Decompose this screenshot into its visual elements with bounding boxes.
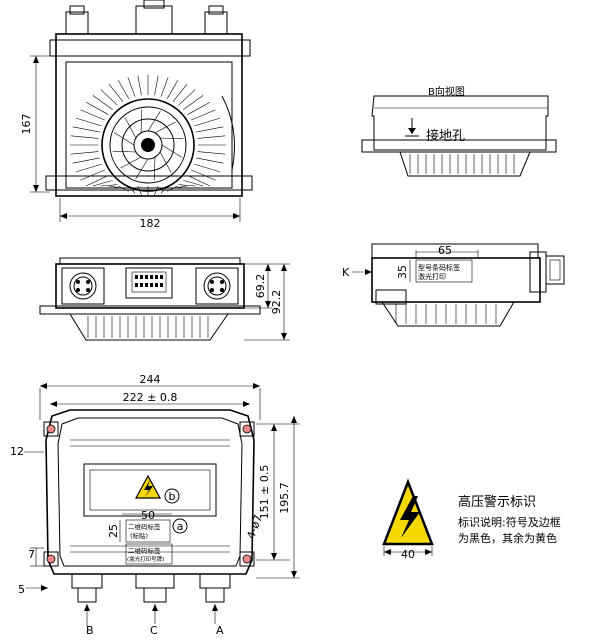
top-view-body (55, 33, 243, 197)
marker-a: a (177, 520, 184, 533)
front-dim-b: 92.2 (270, 290, 283, 315)
warning-title: 高压警示标识 (458, 494, 536, 510)
b-view-title: B向视图 (428, 85, 465, 98)
bottom-hole-dim: 4-ø7 (244, 513, 265, 541)
top-width-dim: 182 (140, 217, 161, 230)
side-label-line2: 激光打印 (418, 272, 446, 281)
connector-a (205, 587, 225, 603)
front-view: 69.2 92.2 (39, 257, 290, 341)
bottom-dim-50: 50 (141, 509, 155, 522)
label-b-line1: 二维码标签 (128, 546, 161, 555)
marker-b: b (169, 490, 176, 503)
k-label: K (342, 266, 350, 279)
mounting-holes (43, 421, 255, 567)
connector-a-label: A (216, 624, 224, 637)
warning-desc-line1: 标识说明:符号及边框 (458, 515, 561, 529)
bottom-dim-25: 25 (107, 524, 120, 538)
side-label-box (415, 259, 473, 283)
label-b-line2: (激光打印号牌) (127, 555, 164, 563)
top-terminal-left (65, 11, 89, 35)
bottom-view: 244 222 ± 0.8 b (10, 373, 300, 637)
bottom-inner-width-dim: 222 ± 0.8 (123, 391, 178, 404)
bottom-width-dim: 244 (140, 373, 161, 386)
warning-label-spec: 40 高压警示标识 标识说明:符号及边框 为黑色，其余为黄色 (382, 478, 561, 561)
side-dim-35: 35 (396, 265, 409, 279)
side-body (371, 257, 541, 303)
front-body (55, 263, 245, 309)
fan-hub (141, 138, 155, 152)
fan-outer (101, 98, 195, 192)
label-a-box (125, 519, 171, 543)
label-b-box (125, 543, 173, 565)
side-dim-65: 65 (438, 244, 452, 257)
label-a-line2: (标贴) (130, 531, 148, 540)
connector-b (77, 587, 97, 603)
bottom-dim-5: 5 (18, 583, 25, 596)
warning-desc-line2: 为黑色，其余为黄色 (458, 531, 557, 545)
label-a-line1: 二维码标签 (128, 522, 161, 531)
front-connector-center (125, 267, 173, 299)
bottom-body (45, 409, 255, 575)
top-terminal-right (204, 11, 228, 35)
top-view: 182 167 (20, 0, 253, 230)
bottom-dim-7: 7 (28, 548, 35, 561)
front-connector-left (61, 267, 105, 305)
b-view: B向视图 接地孔 (361, 85, 557, 177)
connector-c-label: C (150, 624, 158, 637)
front-dim-a: 69.2 (254, 274, 267, 299)
side-view: 型号条码标签 激光打印 65 35 K (342, 243, 565, 327)
ground-hole-label: 接地孔 (426, 128, 465, 144)
bottom-height-inner-dim: 151 ± 0.5 (258, 465, 271, 520)
bottom-left-dim-12: 12 (10, 445, 24, 458)
connector-c (143, 587, 167, 603)
top-height-dim: 167 (20, 114, 33, 135)
connector-b-label: B (86, 624, 94, 637)
top-terminal-center (135, 5, 173, 35)
side-connector (545, 255, 565, 285)
front-connector-right (195, 267, 239, 305)
side-label-line1: 型号条码标签 (418, 263, 460, 272)
warning-dim-40: 40 (401, 548, 415, 561)
bottom-height-dim: 195.7 (278, 482, 291, 514)
lightning-icon (400, 496, 420, 538)
